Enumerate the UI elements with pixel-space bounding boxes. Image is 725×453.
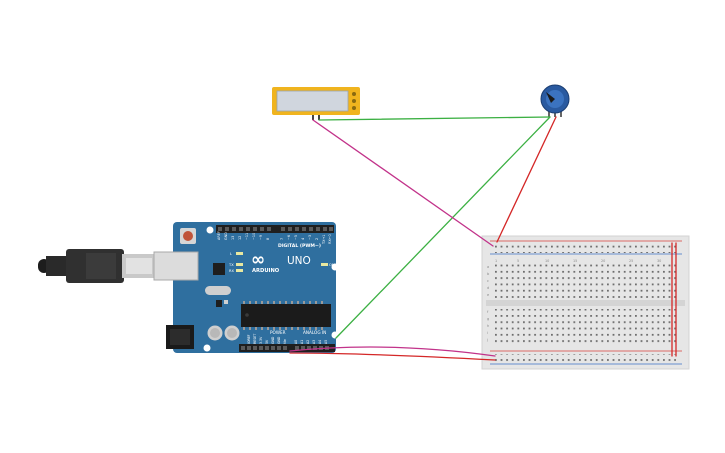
pin-label: A2 bbox=[306, 340, 310, 344]
row-letter: h bbox=[487, 324, 489, 328]
pin-label: GND bbox=[224, 232, 228, 240]
row-letter: c bbox=[487, 279, 489, 283]
pin-label: ~5 bbox=[294, 235, 298, 240]
pin-label: 13 bbox=[231, 236, 235, 240]
row-letter: g bbox=[487, 317, 489, 321]
power-label: POWER bbox=[270, 330, 286, 335]
led-label: L bbox=[230, 252, 232, 256]
pin-label: TX→1 bbox=[322, 235, 326, 245]
pin-label: 4 bbox=[301, 238, 305, 240]
pin-label: AREF bbox=[217, 231, 221, 240]
pin-label: GND bbox=[277, 336, 281, 344]
usb-cable[interactable] bbox=[38, 249, 156, 283]
top-terminal-holes[interactable] bbox=[495, 264, 676, 298]
pin-label: ~3 bbox=[308, 235, 312, 240]
row-letter: f bbox=[487, 310, 489, 314]
pin-label: 7 bbox=[280, 238, 284, 240]
green-wire[interactable] bbox=[318, 116, 551, 121]
pin-label: 2 bbox=[315, 238, 319, 240]
infinity-logo-icon: ∞ bbox=[251, 250, 265, 270]
pin-label: GND bbox=[271, 336, 275, 344]
led-label: TX bbox=[228, 263, 234, 267]
pin-label: ~6 bbox=[287, 235, 291, 240]
red-wire[interactable] bbox=[289, 352, 496, 361]
led-label: ON bbox=[329, 263, 335, 267]
pin-label: Vin bbox=[283, 339, 287, 344]
wires bbox=[289, 116, 677, 361]
row-letter: i bbox=[487, 331, 488, 335]
row-letter: j bbox=[486, 338, 488, 342]
column-number: 30 bbox=[657, 259, 661, 263]
bottom-terminal-holes[interactable] bbox=[495, 309, 676, 343]
pin-label: 3.3V bbox=[259, 336, 263, 344]
pin-label: ~10 bbox=[252, 233, 256, 240]
pin-label: A3 bbox=[312, 340, 316, 344]
column-number: 1 bbox=[495, 259, 497, 263]
column-number: 5 bbox=[517, 259, 519, 263]
atmega-chip bbox=[241, 304, 331, 327]
knob-indicator-icon[interactable] bbox=[546, 92, 555, 103]
column-number: 15 bbox=[573, 259, 577, 263]
analog-label: ANALOG IN bbox=[303, 330, 326, 335]
arduino-uno-board[interactable]: AREF GND 13 12 ~11 ~10 ~9 8 7 ~6 ~5 4 ~3… bbox=[153, 222, 339, 353]
pin-label: A5 bbox=[324, 340, 328, 344]
pin-label: IOREF bbox=[247, 334, 251, 344]
row-letter: a bbox=[487, 265, 489, 269]
led-label: RX bbox=[229, 269, 234, 273]
pin-label: RESET bbox=[253, 334, 257, 344]
pin-label: 8 bbox=[266, 238, 270, 240]
digital-header-label: DIGITAL (PWM~) bbox=[278, 243, 321, 249]
breadboard[interactable]: a b c d e f g h i j 1 5 10 15 20 25 30 bbox=[481, 235, 690, 370]
pin-label: ~11 bbox=[245, 233, 249, 240]
column-number: 20 bbox=[601, 259, 605, 263]
bottom-power-rail-holes[interactable] bbox=[495, 354, 676, 358]
row-letter: b bbox=[487, 272, 490, 276]
model-text: UNO bbox=[287, 255, 311, 267]
flex-sensor[interactable] bbox=[272, 87, 360, 120]
column-number: 10 bbox=[545, 259, 549, 263]
red-wire[interactable] bbox=[496, 116, 557, 243]
crystal-oscillator bbox=[205, 286, 231, 295]
green-wire[interactable] bbox=[335, 116, 551, 339]
top-power-rail-holes[interactable] bbox=[495, 244, 676, 248]
magenta-wire[interactable] bbox=[312, 119, 494, 247]
pin-label: A4 bbox=[318, 340, 322, 344]
onboard-leds: L TX RX ON bbox=[228, 252, 335, 273]
pin-label: A1 bbox=[300, 340, 304, 344]
row-letter: e bbox=[487, 293, 490, 297]
row-letter: d bbox=[487, 286, 489, 290]
pin-label: 5V bbox=[265, 339, 269, 344]
pin-label: ~9 bbox=[259, 235, 263, 240]
arduino-logo: ∞ ARDUINO UNO bbox=[251, 250, 311, 274]
brand-text: ARDUINO bbox=[252, 268, 280, 274]
column-number: 25 bbox=[629, 259, 633, 263]
potentiometer[interactable] bbox=[540, 84, 570, 117]
pin-label: A0 bbox=[294, 340, 298, 344]
pin-label: RX←0 bbox=[328, 234, 332, 244]
magenta-wire[interactable] bbox=[289, 346, 496, 357]
usb-chip bbox=[213, 263, 225, 275]
pin-label: 12 bbox=[238, 236, 242, 240]
